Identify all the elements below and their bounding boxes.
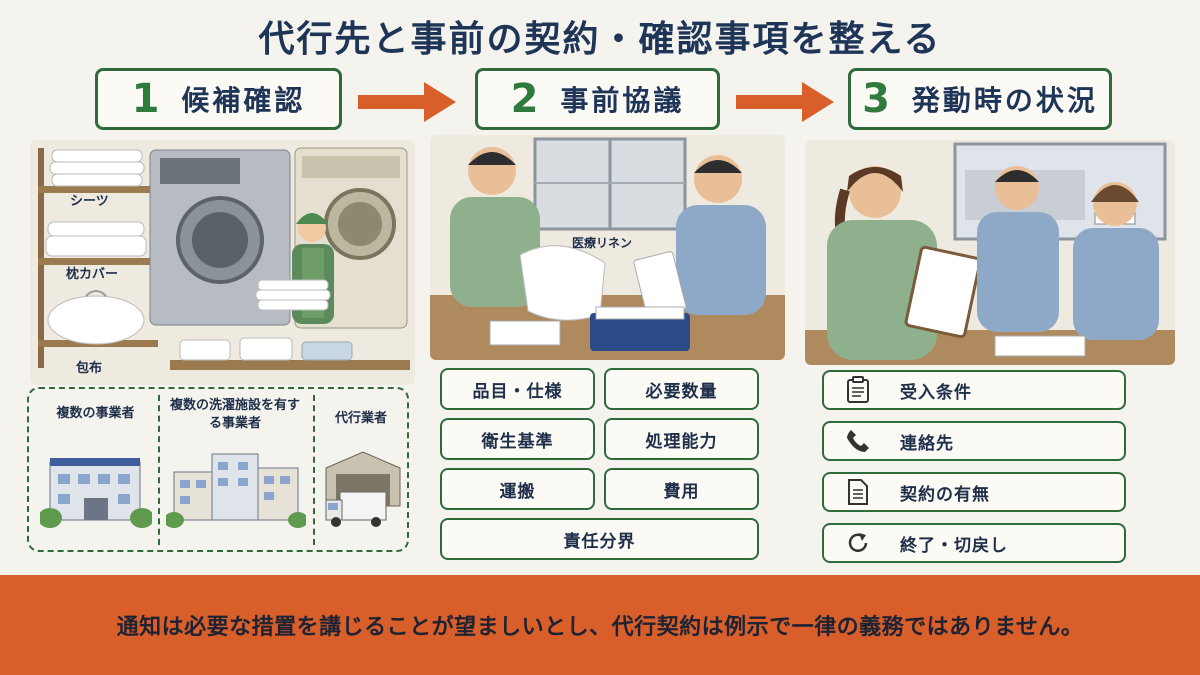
topic-responsibility: 責任分界 [440, 518, 759, 560]
operator-multi-facility: 複数の洗濯施設を有する事業者 [169, 398, 300, 431]
footer-banner: 通知は必要な措置を講じることが望ましいとし、代行契約は例示で一律の義務ではありま… [0, 575, 1200, 675]
operator-agent: 代行業者 [334, 411, 387, 426]
building-icon [40, 458, 152, 528]
arrow-1-icon [358, 82, 456, 122]
topic-capacity: 処理能力 [604, 418, 759, 460]
topic-hygiene: 衛生基準 [440, 418, 595, 460]
item-label-sheets: シーツ [70, 194, 109, 209]
step-2-header: 2 事前協議 [475, 68, 720, 130]
step-3-label: 発動時の状況 [911, 84, 1098, 117]
laundry-scene [30, 140, 415, 385]
multi-building-icon [166, 453, 306, 528]
page-title: 代行先と事前の契約・確認事項を整える [258, 19, 942, 60]
step-1-number: 1 [131, 76, 160, 122]
medical-linen-label: 医療リネン [572, 236, 633, 250]
step-1-header: 1 候補確認 [95, 68, 342, 130]
step-2-label: 事前協議 [560, 84, 685, 117]
refresh-icon [838, 530, 878, 556]
condition-label: 受入条件 [900, 382, 972, 403]
clipboard-icon [838, 376, 878, 404]
topic-quantity: 必要数量 [604, 368, 759, 410]
condition-acceptance: 受入条件 [822, 370, 1126, 410]
condition-end: 終了・切戻し [822, 523, 1126, 563]
topic-item-spec: 品目・仕様 [440, 368, 595, 410]
topic-cost: 費用 [604, 468, 759, 510]
meeting-scene [430, 135, 785, 360]
truck-icon [325, 451, 401, 527]
condition-label: 終了・切戻し [900, 535, 1008, 556]
laundry-illustration [38, 147, 410, 370]
operator-divider [158, 395, 160, 545]
step-3-header: 3 発動時の状況 [848, 68, 1112, 130]
meeting-illustration [430, 137, 785, 360]
item-label-cloth: 包布 [76, 361, 103, 376]
phone-icon [838, 428, 878, 454]
operator-multiple: 複数の事業者 [56, 406, 135, 421]
condition-contract: 契約の有無 [822, 472, 1126, 512]
activation-illustration [805, 142, 1175, 365]
step-2-number: 2 [510, 76, 539, 122]
item-label-pillowcase: 枕カバー [66, 267, 119, 282]
activation-scene [805, 140, 1175, 365]
footer-text: 通知は必要な措置を講じることが望ましいとし、代行契約は例示で一律の義務ではありま… [116, 615, 1084, 640]
condition-label: 連絡先 [900, 433, 954, 454]
document-icon [838, 478, 878, 506]
step-1-label: 候補確認 [181, 84, 306, 117]
arrow-2-icon [736, 82, 834, 122]
operator-group [27, 387, 409, 552]
step-3-number: 3 [862, 76, 890, 122]
operator-divider [313, 395, 315, 545]
topic-transport: 運搬 [440, 468, 595, 510]
condition-label: 契約の有無 [900, 484, 990, 505]
condition-contact: 連絡先 [822, 421, 1126, 461]
